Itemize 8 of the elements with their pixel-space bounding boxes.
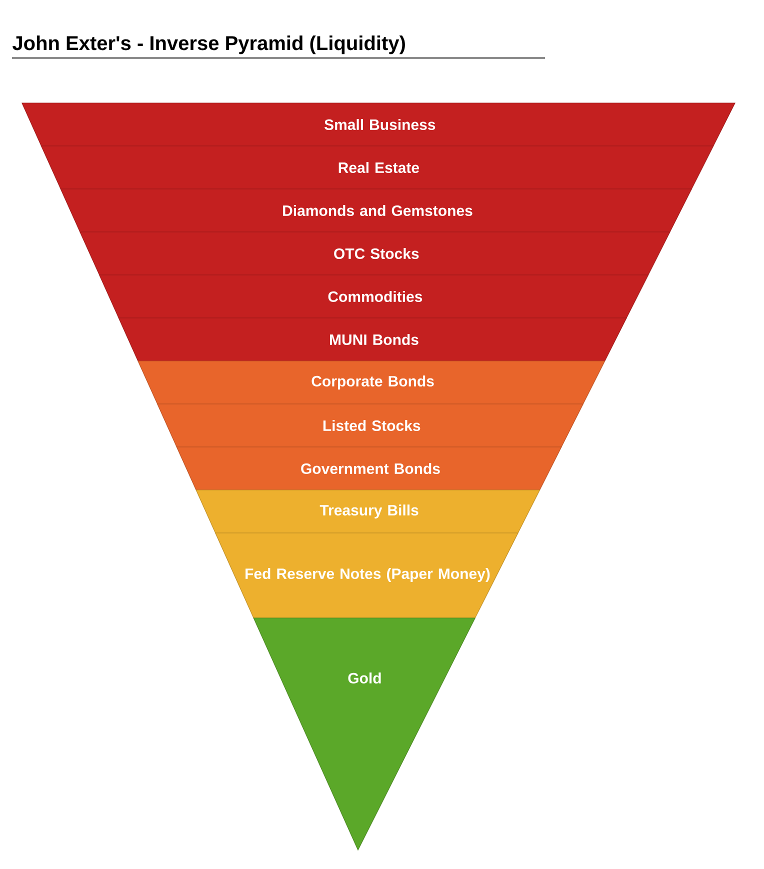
pyramid-band: Government Bonds (176, 446, 562, 490)
pyramid-band: MUNI Bonds (118, 318, 627, 362)
pyramid-band: Corporate Bonds (138, 360, 606, 404)
pyramid-band: Small Business (22, 102, 736, 146)
pyramid-band: OTC Stocks (80, 232, 670, 276)
pyramid-band: Treasury Bills (196, 490, 540, 534)
pyramid-band: Diamonds and Gemstones (60, 188, 692, 232)
title: John Exter's - Inverse Pyramid (Liquidity) (12, 36, 405, 54)
